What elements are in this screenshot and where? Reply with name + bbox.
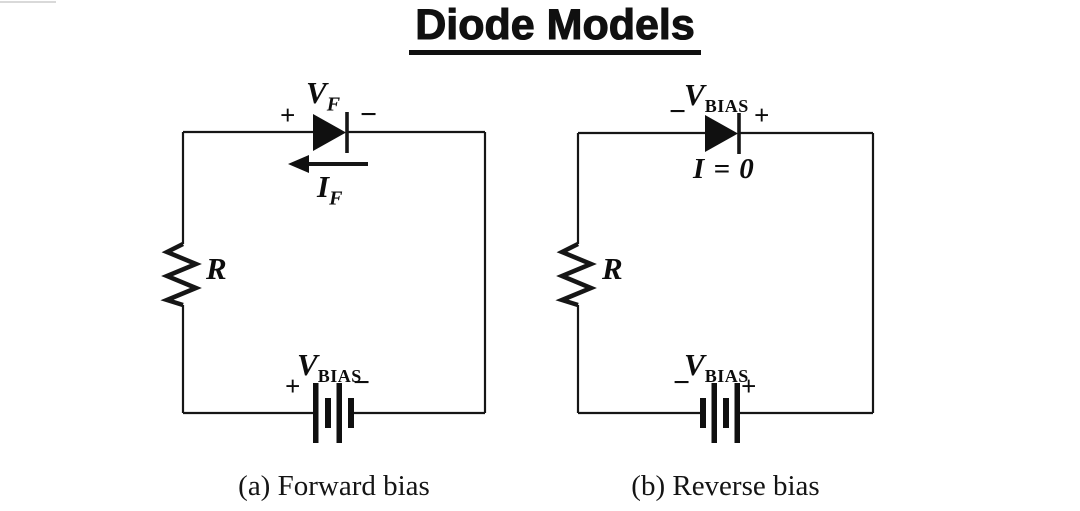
caption-reverse-bias: (b) Reverse bias (631, 470, 820, 502)
battery-voltage-label-a: VBIAS (297, 349, 362, 385)
battery-right-sign-b: + (741, 371, 757, 401)
voltage-symbol: V (297, 347, 318, 382)
battery-plate-short (723, 398, 729, 428)
battery-plate-short (348, 398, 354, 428)
current-arrow-head (288, 155, 309, 173)
battery-plate-long (734, 383, 740, 443)
diode-anode-sign-b: − (669, 95, 687, 128)
battery-plate-long (336, 383, 342, 443)
circuit-b-diagram (555, 113, 875, 443)
diode-voltage-label-b: VBIAS (684, 79, 749, 115)
resistor-icon (160, 241, 202, 308)
battery-voltage-label-b: VBIAS (684, 349, 749, 385)
battery-left-sign-a: + (285, 371, 301, 401)
battery-plate-short (325, 398, 331, 428)
current-subscript: F (329, 187, 343, 210)
battery-plate-short (700, 398, 706, 428)
voltage-symbol: V (684, 347, 705, 382)
resistor-label-b: R (602, 251, 623, 286)
current-label-a: IF (317, 171, 343, 209)
battery-plate-long (711, 383, 717, 443)
battery-icon (313, 383, 354, 443)
battery-left-sign-b: − (673, 366, 691, 399)
voltage-subscript: BIAS (704, 95, 749, 116)
resistor-icon (555, 241, 597, 308)
battery-plate-long (313, 383, 319, 443)
resistor-label-a: R (206, 251, 227, 286)
battery-icon (700, 383, 740, 443)
diode-icon (705, 115, 738, 152)
battery-right-sign-a: − (353, 366, 371, 399)
diode-anode-sign-a: + (280, 100, 296, 130)
scan-artifact-line (0, 1, 56, 3)
circuit-a-diagram (160, 112, 487, 443)
diode-cathode-sign-b: + (754, 100, 770, 130)
current-symbol: I (317, 169, 330, 204)
voltage-subscript: BIAS (704, 365, 749, 386)
caption-forward-bias: (a) Forward bias (238, 470, 430, 502)
voltage-subscript: BIAS (317, 365, 362, 386)
page-title: Diode Models (409, 1, 701, 56)
current-zero-label-b: I = 0 (693, 153, 755, 185)
title-wrap: Diode Models (0, 1, 1080, 56)
voltage-subscript: F (326, 93, 341, 116)
voltage-symbol: V (306, 75, 327, 110)
voltage-symbol: V (684, 77, 705, 112)
diode-cathode-sign-a: − (360, 98, 378, 131)
diode-icon (313, 114, 346, 151)
diode-voltage-label-a: VF (306, 77, 341, 115)
